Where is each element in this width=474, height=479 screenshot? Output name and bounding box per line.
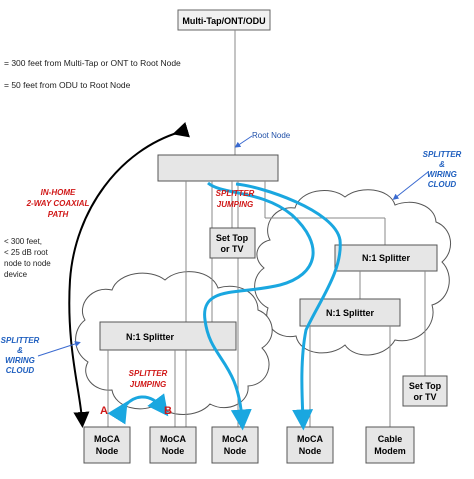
in-home-label-line-1: IN-HOME bbox=[41, 188, 76, 197]
cloud-label-right: SPLITTER & WIRING CLOUD bbox=[423, 150, 462, 189]
label-b: B bbox=[164, 405, 172, 417]
splitter-jumping-top-line-2: JUMPING bbox=[217, 200, 253, 209]
splitter-left-label: N:1 Splitter bbox=[126, 332, 175, 342]
distance-note-line-3: node to node bbox=[4, 259, 51, 268]
root-node-arrow bbox=[234, 135, 253, 148]
legend-line-1: = 300 feet from Multi-Tap or ONT to Root… bbox=[4, 58, 181, 68]
splitter-jumping-bottom-line-1: SPLITTER bbox=[129, 369, 168, 378]
cloud-right-line-2: & bbox=[439, 160, 445, 169]
splitter-jumping-top-label: SPLITTER JUMPING bbox=[216, 189, 255, 209]
multi-tap-label: Multi-Tap/ONT/ODU bbox=[182, 16, 265, 26]
moca-node-1-line-1: MoCA bbox=[94, 434, 120, 444]
set-top-box-2: Set Top or TV bbox=[402, 375, 448, 407]
set-top-1-line-2: or TV bbox=[220, 244, 243, 254]
cloud-left-line-1: SPLITTER bbox=[1, 336, 40, 345]
cloud-label-left: SPLITTER & WIRING CLOUD bbox=[1, 336, 40, 375]
label-a: A bbox=[100, 405, 108, 417]
moca-node-2-line-1: MoCA bbox=[160, 434, 186, 444]
in-home-label-line-3: PATH bbox=[48, 210, 69, 219]
splitter-jumping-top-line-1: SPLITTER bbox=[216, 189, 255, 198]
splitter-jumping-path-right bbox=[235, 182, 342, 431]
cable-modem-line-2: Modem bbox=[374, 446, 406, 456]
moca-node-3-line-1: MoCA bbox=[222, 434, 248, 444]
moca-node-3: MoCA Node bbox=[211, 426, 259, 464]
splitter-right-upper-label: N:1 Splitter bbox=[362, 253, 411, 263]
set-top-2-line-1: Set Top bbox=[409, 381, 442, 391]
moca-node-2: MoCA Node bbox=[149, 426, 197, 464]
cloud-left-line-3: WIRING bbox=[5, 356, 35, 365]
right-cloud bbox=[254, 189, 451, 356]
multi-tap-box: Multi-Tap/ONT/ODU bbox=[177, 9, 271, 31]
moca-node-2-line-2: Node bbox=[162, 446, 185, 456]
distance-note: < 300 feet, < 25 dB root node to node de… bbox=[4, 237, 51, 279]
in-home-path-arrow bbox=[68, 122, 190, 428]
set-top-2-line-2: or TV bbox=[413, 392, 436, 402]
splitter-jumping-bottom-line-2: JUMPING bbox=[130, 380, 166, 389]
cloud-right-line-1: SPLITTER bbox=[423, 150, 462, 159]
root-node-label: Root Node bbox=[252, 131, 291, 140]
splitter-right-lower: N:1 Splitter bbox=[299, 298, 401, 327]
moca-node-4: MoCA Node bbox=[286, 426, 334, 464]
set-top-box-1: Set Top or TV bbox=[209, 227, 256, 259]
cloud-right-arrow bbox=[392, 171, 429, 200]
splitter-jumping-path-top bbox=[203, 181, 315, 431]
root-node-box bbox=[157, 154, 279, 182]
cloud-right-line-3: WIRING bbox=[427, 170, 457, 179]
moca-node-4-line-2: Node bbox=[299, 446, 322, 456]
distance-note-line-4: device bbox=[4, 270, 28, 279]
cloud-right-line-4: CLOUD bbox=[428, 180, 457, 189]
splitter-left: N:1 Splitter bbox=[99, 321, 237, 351]
legend-line-2: = 50 feet from ODU to Root Node bbox=[4, 80, 131, 90]
cable-modem: Cable Modem bbox=[365, 426, 415, 464]
cloud-left-line-2: & bbox=[17, 346, 23, 355]
distance-note-line-1: < 300 feet, bbox=[4, 237, 42, 246]
moca-node-3-line-2: Node bbox=[224, 446, 247, 456]
moca-node-4-line-1: MoCA bbox=[297, 434, 323, 444]
moca-node-1-line-2: Node bbox=[96, 446, 119, 456]
cloud-left-line-4: CLOUD bbox=[6, 366, 35, 375]
splitter-right-lower-label: N:1 Splitter bbox=[326, 308, 375, 318]
splitter-right-upper: N:1 Splitter bbox=[334, 244, 438, 272]
in-home-label-line-2: 2-WAY COAXIAL bbox=[26, 199, 90, 208]
splitter-jumping-bottom-label: SPLITTER JUMPING bbox=[129, 369, 168, 389]
cable-modem-line-1: Cable bbox=[378, 434, 403, 444]
cloud-left-arrow bbox=[37, 341, 81, 357]
moca-node-1: MoCA Node bbox=[83, 426, 131, 464]
set-top-1-line-1: Set Top bbox=[216, 233, 249, 243]
in-home-label: IN-HOME 2-WAY COAXIAL PATH bbox=[26, 188, 90, 219]
distance-note-line-2: < 25 dB root bbox=[4, 248, 49, 257]
